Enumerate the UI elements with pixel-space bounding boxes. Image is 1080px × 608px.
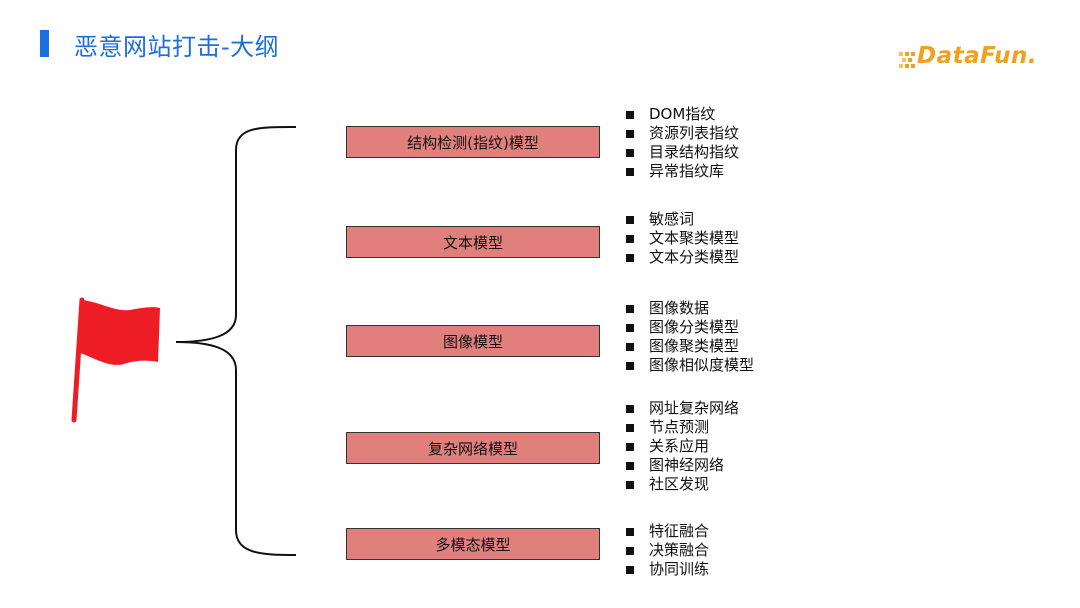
list-item: 资源列表指纹 [626, 124, 739, 143]
bullet-square-icon [626, 461, 634, 470]
bullet-square-icon [626, 480, 634, 489]
bullet-square-icon [626, 110, 634, 119]
list-item-text: 图像聚类模型 [649, 337, 740, 355]
page-title: 恶意网站打击-大纲 [74, 33, 280, 61]
logo-dots-icon [899, 52, 915, 68]
list-item-text: 目录结构指纹 [649, 143, 740, 161]
list-item-text: DOM指纹 [649, 105, 716, 123]
module-box-structure: 结构检测(指纹)模型 [346, 126, 600, 158]
bullet-square-icon [626, 361, 634, 370]
bullet-square-icon [626, 342, 634, 351]
list-item: 文本聚类模型 [626, 229, 739, 248]
red-flag-icon [71, 297, 160, 423]
list-item-text: 网址复杂网络 [649, 399, 740, 417]
list-item: 目录结构指纹 [626, 143, 739, 162]
list-item: 图像相似度模型 [626, 356, 754, 375]
list-item: 网址复杂网络 [626, 399, 739, 418]
list-item-text: 文本分类模型 [649, 248, 740, 266]
module-box-image: 图像模型 [346, 325, 600, 357]
bullet-square-icon [626, 565, 634, 574]
list-item: 敏感词 [626, 210, 739, 229]
module-box-text: 文本模型 [346, 226, 600, 258]
module-box-multimodal: 多模态模型 [346, 528, 600, 560]
list-item-text: 协同训练 [649, 560, 710, 578]
list-item-text: 资源列表指纹 [649, 124, 740, 142]
module-box-network: 复杂网络模型 [346, 432, 600, 464]
module-list-structure: DOM指纹 资源列表指纹 目录结构指纹 异常指纹库 [626, 105, 739, 181]
list-item-text: 关系应用 [649, 437, 710, 455]
curly-brace [175, 125, 297, 556]
list-item: DOM指纹 [626, 105, 739, 124]
list-item: 异常指纹库 [626, 162, 739, 181]
list-item-text: 文本聚类模型 [649, 229, 740, 247]
list-item: 图神经网络 [626, 456, 739, 475]
bullet-square-icon [626, 304, 634, 313]
list-item: 节点预测 [626, 418, 739, 437]
bullet-square-icon [626, 234, 634, 243]
list-item: 关系应用 [626, 437, 739, 456]
list-item: 图像数据 [626, 299, 754, 318]
bullet-square-icon [626, 167, 634, 176]
list-item-text: 社区发现 [649, 475, 710, 493]
title-accent-bar [40, 30, 49, 57]
bullet-square-icon [626, 253, 634, 262]
module-list-multimodal: 特征融合 决策融合 协同训练 [626, 522, 709, 579]
list-item-text: 图神经网络 [649, 456, 725, 474]
module-list-text: 敏感词 文本聚类模型 文本分类模型 [626, 210, 739, 267]
list-item-text: 节点预测 [649, 418, 710, 436]
list-item-text: 特征融合 [649, 522, 710, 540]
list-item-text: 敏感词 [649, 210, 695, 228]
bullet-square-icon [626, 323, 634, 332]
module-list-image: 图像数据 图像分类模型 图像聚类模型 图像相似度模型 [626, 299, 754, 375]
list-item: 文本分类模型 [626, 248, 739, 267]
list-item-text: 异常指纹库 [649, 162, 725, 180]
list-item: 社区发现 [626, 475, 739, 494]
list-item: 特征融合 [626, 522, 709, 541]
bullet-square-icon [626, 527, 634, 536]
list-item-text: 图像相似度模型 [649, 356, 755, 374]
list-item: 决策融合 [626, 541, 709, 560]
list-item-text: 图像分类模型 [649, 318, 740, 336]
bullet-square-icon [626, 546, 634, 555]
bullet-square-icon [626, 215, 634, 224]
datafun-logo: DataFun. [897, 43, 1047, 80]
bullet-square-icon [626, 442, 634, 451]
list-item: 协同训练 [626, 560, 709, 579]
bullet-square-icon [626, 423, 634, 432]
list-item: 图像分类模型 [626, 318, 754, 337]
logo-text: DataFun. [917, 43, 1038, 69]
bullet-square-icon [626, 129, 634, 138]
list-item: 图像聚类模型 [626, 337, 754, 356]
bullet-square-icon [626, 148, 634, 157]
module-list-network: 网址复杂网络 节点预测 关系应用 图神经网络 社区发现 [626, 399, 739, 494]
list-item-text: 图像数据 [649, 299, 710, 317]
bullet-square-icon [626, 404, 634, 413]
list-item-text: 决策融合 [649, 541, 710, 559]
